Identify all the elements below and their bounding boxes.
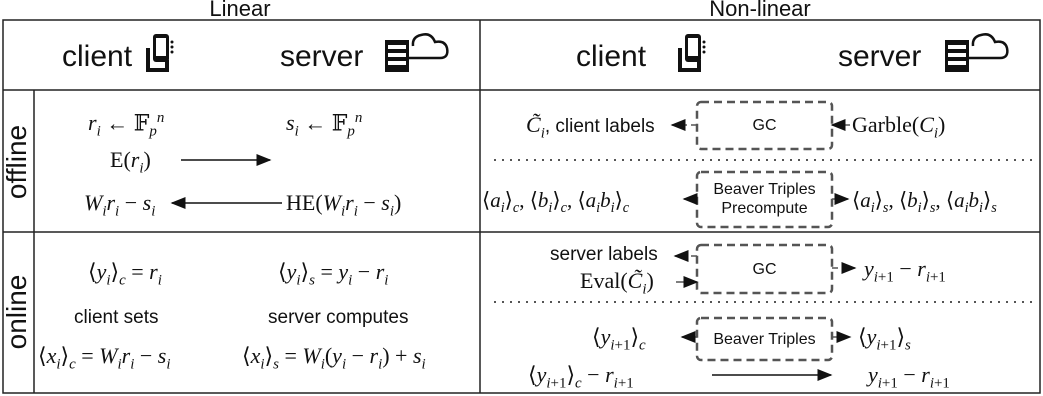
nonlinear-server-heading: server	[838, 40, 922, 73]
server-diff: yi+1 − ri+1	[868, 362, 950, 392]
server-triples: ⟨ai⟩s, ⟨bi⟩s, ⟨aibi⟩s	[852, 188, 997, 217]
client-y: ⟨yi+1⟩c	[592, 324, 646, 354]
server-share: ⟨yi⟩s = yi − ri	[278, 259, 389, 289]
encrypt-label: E(ri)	[110, 147, 151, 177]
client-diff: ⟨yi+1⟩c − ri+1	[528, 362, 634, 392]
client-share: ⟨yi⟩c = ri	[88, 259, 162, 289]
nonlinear-client-heading: client	[576, 40, 647, 73]
gc-out: yi+1 − ri+1	[864, 256, 946, 286]
beaver-box-online-label: Beaver Triples	[713, 331, 816, 348]
client-sample: ri ← 𝔽pn	[88, 110, 165, 140]
phone-icon	[146, 34, 174, 72]
client-triples: ⟨ai⟩c, ⟨bi⟩c, ⟨aibi⟩c	[482, 188, 630, 217]
client-sets-label: client sets	[74, 307, 159, 328]
server-cloud-icon	[385, 33, 449, 72]
server-x: ⟨xi⟩s = Wi(yi − ri) + si	[242, 343, 426, 373]
server-y: ⟨yi+1⟩s	[858, 324, 911, 354]
phone-icon	[678, 34, 706, 72]
server-labels: server labels	[550, 244, 658, 265]
client-x: ⟨xi⟩c = Wiri − si	[38, 343, 171, 373]
beaver-box-offline-label: Beaver Triples Precompute	[713, 181, 816, 217]
server-sample: si ← 𝔽pn	[286, 110, 363, 140]
gc-box-online	[695, 243, 834, 295]
client-result: Wiri − si	[84, 190, 156, 220]
client-labels: C̃i, client labels	[526, 112, 655, 142]
gc-box-offline-label: GC	[752, 117, 777, 134]
linear-server-heading: server	[280, 40, 364, 73]
server-computes-label: server computes	[268, 307, 409, 328]
server-he: HE(Wiri − si)	[286, 190, 402, 220]
eval-label: Eval(C̃i)	[580, 268, 654, 298]
online-row-label: online	[1, 274, 32, 350]
gc-box-online-label: GC	[752, 261, 777, 278]
beaver-box-online	[695, 316, 834, 362]
linear-header: Linear	[209, 0, 271, 21]
garble-label: Garble(Ci)	[852, 112, 946, 142]
server-cloud-icon	[945, 33, 1009, 72]
table-border	[2, 19, 1041, 394]
offline-row-label: offline	[1, 124, 32, 200]
linear-client-heading: client	[62, 40, 133, 73]
nonlinear-header: Non-linear	[709, 0, 811, 21]
